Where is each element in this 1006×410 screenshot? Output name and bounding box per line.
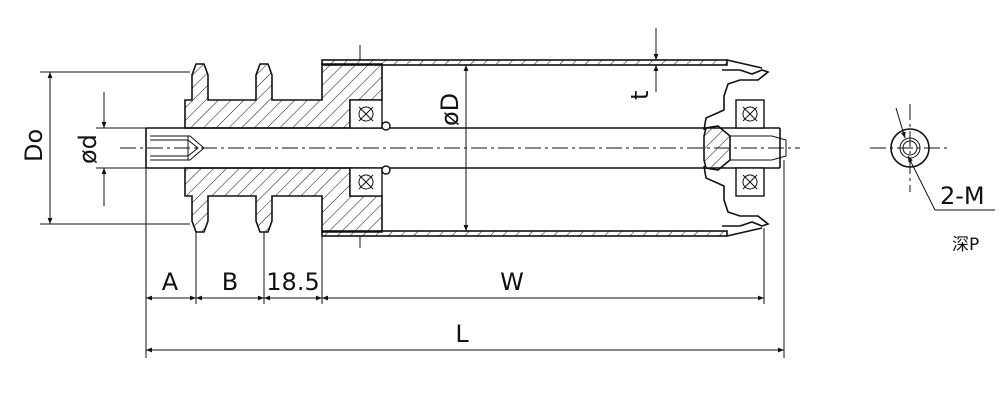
extension-lines [145, 160, 785, 358]
right-bearing-top [735, 99, 765, 129]
dimension-do: Do [20, 71, 190, 225]
label-l: L [455, 320, 469, 348]
label-d: ød [74, 134, 102, 164]
label-thread: 2-M [940, 182, 985, 210]
dimension-l: L [146, 320, 784, 353]
dimension-big-d: øD [436, 65, 469, 231]
dimension-d: ød [74, 92, 146, 206]
right-hub [703, 125, 731, 171]
right-end-cap [703, 69, 787, 227]
label-sprocket-width: 18.5 [266, 268, 319, 296]
left-bearing-bottom [349, 165, 391, 197]
threaded-hole [150, 135, 205, 161]
dimension-row-upper: A B 18.5 W [146, 268, 764, 301]
end-detail-view: 2-M 深P [870, 104, 995, 255]
label-b: B [222, 268, 238, 296]
sprocket-hub [184, 63, 383, 233]
sprocket-bottom-section [184, 167, 383, 233]
sprocket-top-section [184, 63, 383, 129]
label-do: Do [20, 129, 48, 162]
label-a: A [162, 268, 179, 296]
label-depth: 深P [952, 235, 979, 255]
label-w: W [500, 268, 524, 296]
label-big-d: øD [436, 93, 464, 126]
roller-tube [321, 45, 763, 248]
right-bearing-bottom [735, 167, 765, 197]
dimension-t: t [626, 28, 659, 100]
label-t: t [626, 91, 654, 100]
left-bearing-top [349, 99, 391, 131]
